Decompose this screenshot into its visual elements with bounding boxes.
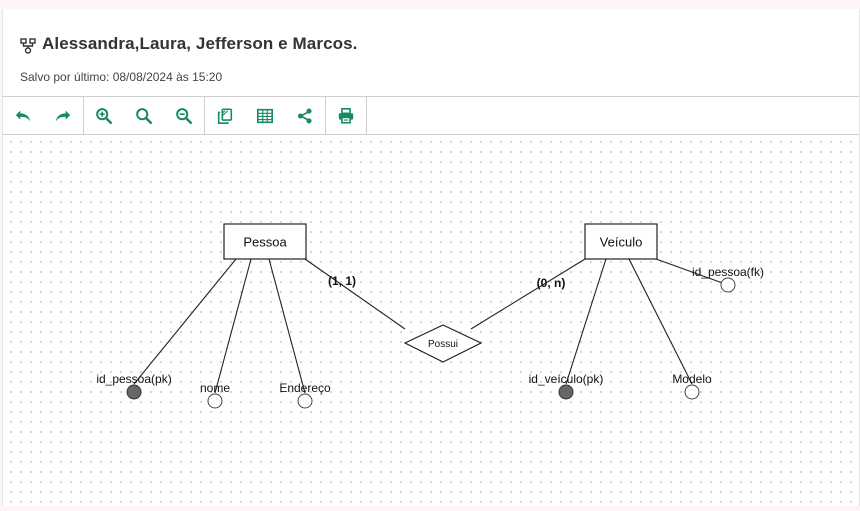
history-group <box>3 97 84 134</box>
link-veiculo-modelo <box>628 258 693 385</box>
link-veiculo-fk <box>655 258 729 286</box>
table-icon <box>256 108 274 123</box>
table-button[interactable] <box>245 97 285 134</box>
print-icon <box>338 107 354 124</box>
redo-icon <box>55 110 71 121</box>
copy-icon <box>217 107 233 124</box>
entity-pessoa[interactable]: Pessoa <box>223 223 307 260</box>
attribute-nome[interactable]: nome <box>200 381 230 409</box>
attribute-modelo[interactable]: Modelo <box>672 372 712 400</box>
attribute-endereco-label: Endereço <box>279 381 331 395</box>
attribute-id-pessoa-fk[interactable]: id_pessoa(fk) <box>692 265 764 293</box>
duplicate-button[interactable] <box>205 97 245 134</box>
link-pessoa-nome <box>214 258 252 394</box>
zoom-out-icon <box>176 107 193 124</box>
attribute-endereco[interactable]: Endereço <box>279 381 331 409</box>
entity-veiculo[interactable]: Veículo <box>584 223 658 260</box>
undo-button[interactable] <box>3 97 43 134</box>
zoom-in-icon <box>96 107 113 124</box>
editor-window: Alessandra,Laura, Jefferson e Marcos. Sa… <box>2 9 860 506</box>
tools-group <box>205 97 326 134</box>
attribute-id-pessoa-pk[interactable]: id_pessoa(pk) <box>96 372 172 400</box>
link-pessoa-endereco <box>268 258 306 394</box>
link-possui-veiculo <box>470 258 586 330</box>
attribute-id-veiculo-pk-label: id_veículo(pk) <box>529 372 604 386</box>
attribute-id-pessoa-pk-label: id_pessoa(pk) <box>96 372 171 386</box>
zoom-group <box>84 97 205 134</box>
toolbar <box>3 96 859 135</box>
share-button[interactable] <box>285 97 325 134</box>
title-row: Alessandra,Laura, Jefferson e Marcos. <box>20 34 358 54</box>
print-button[interactable] <box>326 97 366 134</box>
entity-veiculo-label: Veículo <box>600 235 643 250</box>
attribute-modelo-label: Modelo <box>672 372 712 386</box>
zoom-in-button[interactable] <box>84 97 124 134</box>
link-pessoa-possui <box>304 258 406 330</box>
attribute-nome-label: nome <box>200 381 230 395</box>
zoom-out-button[interactable] <box>164 97 204 134</box>
relationship-possui-label: Possui <box>428 339 458 350</box>
link-veiculo-id <box>565 258 607 385</box>
er-diagram: Pessoa Veículo Possui (1, 1) (0, n) id_p… <box>96 223 764 409</box>
print-group <box>326 97 367 134</box>
relationship-possui[interactable]: Possui <box>403 324 483 363</box>
attribute-id-pessoa-fk-label: id_pessoa(fk) <box>692 265 764 279</box>
last-saved-text: Salvo por último: 08/08/2024 às 15:20 <box>20 70 223 84</box>
link-pessoa-id <box>133 258 237 385</box>
zoom-fit-button[interactable] <box>124 97 164 134</box>
undo-icon <box>15 110 31 121</box>
page-title: Alessandra,Laura, Jefferson e Marcos. <box>42 34 358 53</box>
cardinality-veiculo: (0, n) <box>537 276 566 290</box>
diagram-canvas[interactable]: Pessoa Veículo Possui (1, 1) (0, n) id_p… <box>3 134 859 506</box>
redo-button[interactable] <box>43 97 83 134</box>
entity-pessoa-label: Pessoa <box>243 235 287 250</box>
search-icon <box>136 107 153 124</box>
diagram-icon <box>20 37 36 54</box>
cardinality-pessoa: (1, 1) <box>328 274 356 288</box>
attribute-id-veiculo-pk[interactable]: id_veículo(pk) <box>529 372 604 400</box>
share-icon <box>297 108 312 123</box>
